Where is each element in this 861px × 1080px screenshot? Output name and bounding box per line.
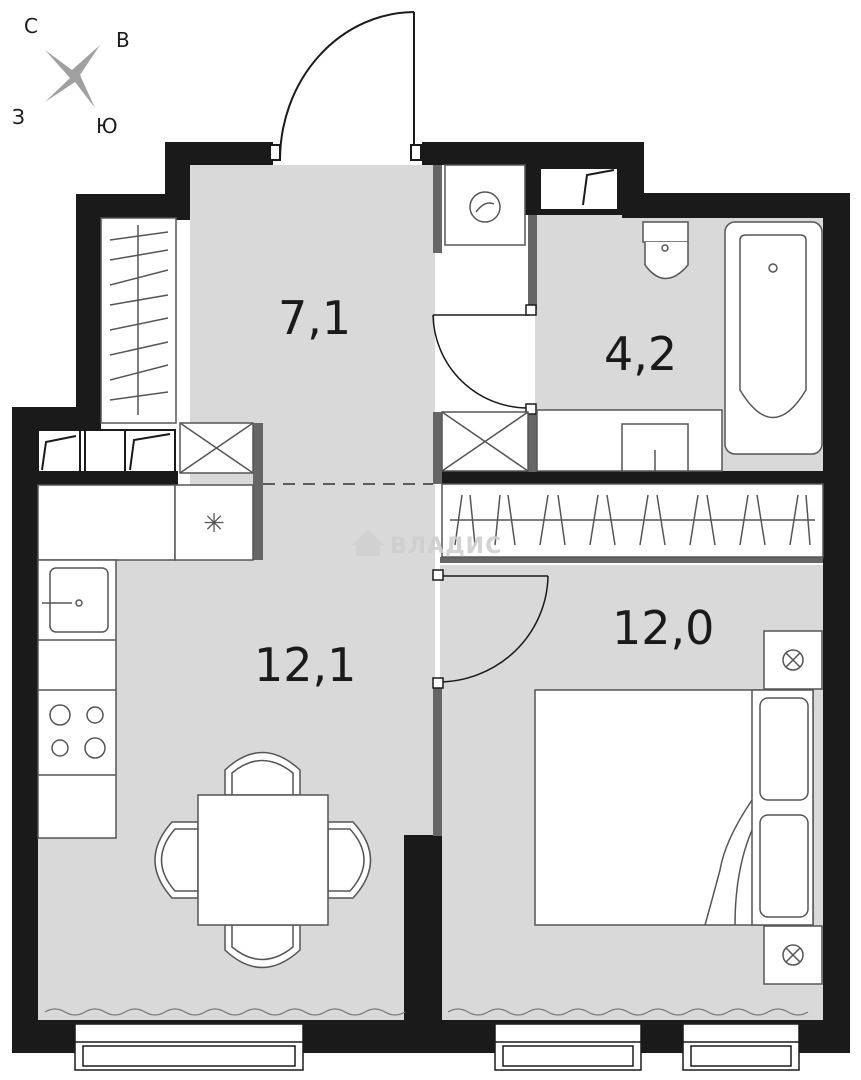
shaft-kitchen — [179, 422, 254, 474]
chair-bottom-icon — [224, 924, 301, 969]
kitchen-area-label: 12,1 — [254, 638, 356, 692]
wall-bath-top — [622, 193, 850, 218]
shaft-bathroom — [441, 411, 529, 472]
nightstand-bottom-icon — [763, 925, 823, 985]
hall-area-label: 7,1 — [278, 291, 351, 345]
compass-south: Ю — [96, 114, 118, 138]
sink-icon — [42, 567, 109, 633]
duct-box — [539, 167, 619, 211]
bedroom-area-label: 12,0 — [612, 601, 714, 655]
radiator-bedroom — [447, 1008, 809, 1016]
compass-west: З — [12, 105, 25, 129]
stove-icon — [49, 704, 106, 759]
kitchen-ventilation — [37, 429, 176, 473]
kitchen-counter-top — [37, 484, 254, 561]
bathroom-door[interactable] — [432, 304, 537, 415]
kitchen-counter-left — [37, 559, 117, 839]
dining-set — [154, 751, 372, 969]
chair-top-icon — [224, 751, 301, 796]
toilet-icon — [642, 221, 689, 280]
compass-east: В — [116, 28, 130, 52]
wall-washer-right — [525, 165, 537, 215]
bed-icon — [534, 689, 814, 926]
wall-closet-left — [76, 194, 101, 429]
closet-hall — [100, 217, 177, 424]
compass-star-icon — [45, 45, 100, 108]
wall-bath-bottom — [440, 471, 823, 484]
closet-bedroom — [441, 483, 824, 558]
nightstand-top-icon — [763, 630, 823, 690]
partition-bath-left-lower — [528, 410, 537, 472]
partition-wardrobe-bottom — [440, 557, 823, 563]
walls — [12, 142, 850, 1053]
watermark-house-icon — [352, 530, 384, 556]
wall-kitchen-storage — [38, 471, 178, 485]
partitions — [253, 165, 823, 836]
fridge-icon: ✳ — [203, 509, 225, 539]
bathtub-icon — [724, 221, 823, 455]
partition-hall-left — [433, 165, 442, 253]
bedroom-door[interactable] — [432, 569, 549, 689]
partition-bath-left-upper — [528, 215, 537, 310]
partition-bedroom-left — [433, 684, 442, 836]
entry-door[interactable] — [269, 11, 422, 161]
dining-table — [197, 794, 329, 926]
wall-right-outer — [823, 193, 850, 1053]
wall-left-outer — [12, 407, 38, 1053]
wall-center-pillar — [404, 835, 442, 1020]
watermark-text: ВЛАДИС — [390, 534, 502, 559]
bathroom-area-label: 4,2 — [604, 327, 677, 381]
chair-right-icon — [327, 821, 372, 899]
partition-hall-lower — [433, 412, 442, 484]
compass-rose: С В З Ю — [12, 14, 130, 138]
washer-icon — [444, 164, 526, 246]
wall-entry-left — [165, 142, 273, 165]
compass-north: С — [24, 14, 38, 38]
partition-kitchen-upper — [253, 423, 263, 560]
bathroom-sink-icon — [536, 409, 723, 472]
watermark: ВЛАДИС — [352, 530, 502, 559]
radiator-kitchen — [44, 1008, 406, 1016]
windows — [74, 1023, 800, 1071]
wall-entry-right — [422, 142, 644, 165]
